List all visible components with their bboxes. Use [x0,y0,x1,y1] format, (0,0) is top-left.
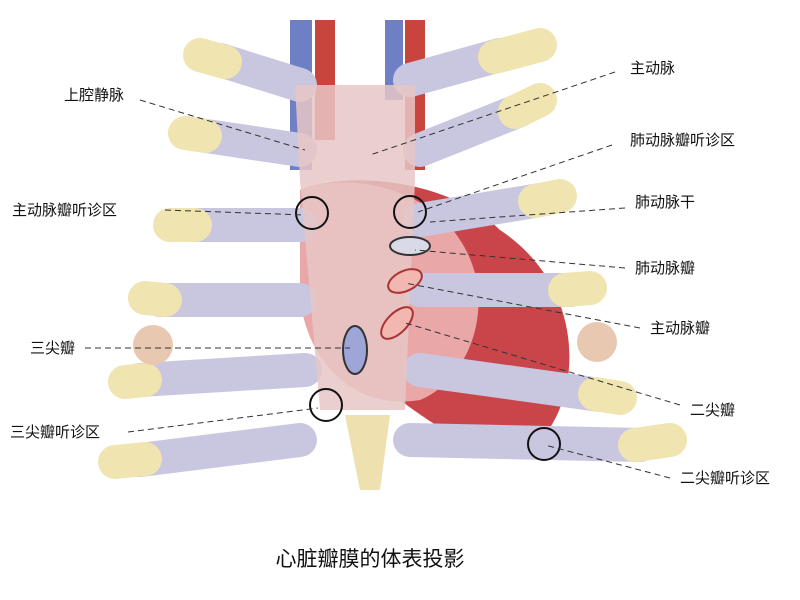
label-pulmonary-valve: 肺动脉瓣 [635,259,696,277]
mitral-valve [380,306,414,340]
label-mitral-valve: 二尖瓣 [690,401,736,419]
nipple-right [133,325,173,365]
label-mitral-area: 二尖瓣听诊区 [680,469,771,487]
label-tricuspid-valve: 三尖瓣 [30,339,76,357]
ribs [98,28,687,479]
pulmonary-valve [389,236,431,256]
label-pulmonary-valve-area: 肺动脉瓣听诊区 [630,131,736,149]
label-aortic-valve-area: 主动脉瓣听诊区 [12,201,118,219]
label-aortic-valve: 主动脉瓣 [650,319,711,337]
tricuspid-valve [342,325,368,375]
tricuspid-auscultation-circle [309,388,343,422]
label-superior-vena-cava: 上腔静脉 [64,86,125,104]
label-pulmonary-trunk: 肺动脉干 [635,193,696,211]
figure-title: 心脏瓣膜的体表投影 [275,547,465,571]
pulmonary-auscultation-circle [393,195,427,229]
xiphoid [345,415,390,490]
nipple-left [577,322,617,362]
label-tricuspid-area: 三尖瓣听诊区 [10,423,101,441]
aortic-valve [387,268,423,294]
leader-lines [85,71,681,479]
mitral-auscultation-circle [527,427,561,461]
label-aorta: 主动脉 [630,59,676,77]
aortic-auscultation-circle [295,196,329,230]
